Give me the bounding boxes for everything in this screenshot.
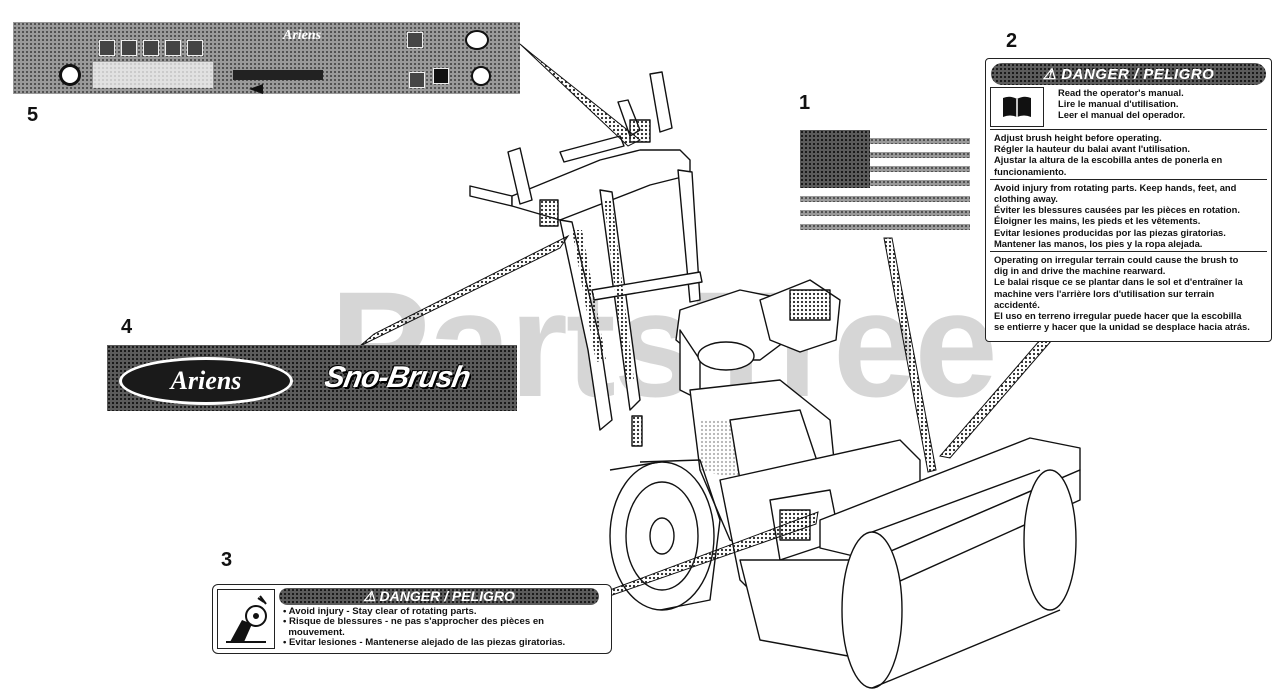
- brush-line-3: Ajustar la altura de la escobilla antes …: [994, 154, 1223, 166]
- callout-5: 5: [27, 104, 39, 126]
- manual-book-icon: [990, 87, 1044, 127]
- choke-dial-icon: [59, 64, 81, 86]
- leader-4: [359, 234, 570, 347]
- injury-line-2: clothing away.: [994, 193, 1058, 205]
- manual-line-es: Leer el manual del operador.: [1058, 109, 1186, 121]
- decal-3-line-4: • Evitar lesiones - Mantenerse alejado d…: [283, 637, 566, 649]
- dial-icon: [471, 66, 491, 86]
- decal-5-logo: Ariens: [283, 28, 322, 43]
- terrain-line-6: El uso en terreno irregular puede hacer …: [994, 310, 1242, 322]
- panel-icon-6: [407, 32, 423, 48]
- arrow-left-icon: [249, 84, 263, 94]
- injury-line-3: Éviter les blessures causées par les piè…: [994, 204, 1240, 216]
- terrain-line-7: se entierre y hacer que la unidad se des…: [994, 321, 1250, 333]
- panel-icon-5: [187, 40, 203, 56]
- terrain-line-1: Operating on irregular terrain could cau…: [994, 254, 1239, 266]
- injury-line-1: Avoid injury from rotating parts. Keep h…: [994, 181, 1237, 193]
- throttle-bar: [233, 70, 323, 80]
- terrain-line-3: Le balai risque ce se plantar dans le so…: [994, 276, 1243, 288]
- manual-line-fr: Lire le manual d'utilisation.: [1058, 98, 1179, 110]
- terrain-line-5: accidenté.: [994, 298, 1040, 310]
- manual-line-en: Read the operator's manual.: [1058, 87, 1184, 98]
- decal-2-banner: ⚠ DANGER / PELIGRO: [991, 63, 1266, 85]
- ariens-logo: Ariens: [119, 357, 293, 405]
- decal-3-line-3: mouvement.: [283, 626, 345, 638]
- leader-1: [883, 237, 937, 473]
- injury-line-4: Éloigner les mains, les pieds et les vêt…: [994, 215, 1201, 227]
- decal-2: ⚠ DANGER / PELIGRO Read the operator's m…: [985, 58, 1272, 342]
- callout-1: 1: [799, 92, 811, 114]
- panel-icon-7: [433, 68, 449, 84]
- leader-5: [519, 43, 641, 147]
- panel-icon-8: [409, 72, 425, 88]
- decal-4: Ariens Sno-Brush: [107, 345, 517, 411]
- decal-3: ⚠ DANGER / PELIGRO • Avoid injury - Stay…: [212, 584, 612, 654]
- rotating-parts-warning-icon: [217, 589, 275, 649]
- decal-3-line-2: • Risque de blessures - ne pas s'approch…: [283, 616, 545, 628]
- terrain-line-2: dig in and drive the machine rearward.: [994, 265, 1166, 277]
- decal-3-banner: ⚠ DANGER / PELIGRO: [279, 588, 599, 605]
- panel-circle-icon: [465, 30, 489, 50]
- panel-icon-1: [99, 40, 115, 56]
- decal-1: [800, 130, 970, 236]
- decal-3-line-1: • Avoid injury - Stay clear of rotating …: [283, 606, 477, 617]
- callout-3: 3: [221, 549, 233, 571]
- terrain-line-4: machine vers l'arrière lors d'utilisatio…: [994, 287, 1215, 299]
- brush-line-2: Régler la hauteur du balai avant l'utili…: [994, 143, 1191, 155]
- brush-line-1: Adjust brush height before operating.: [994, 132, 1162, 143]
- brush-line-4: funcionamiento.: [994, 165, 1067, 177]
- panel-icon-4: [165, 40, 181, 56]
- decal-5: Ariens: [13, 22, 520, 94]
- product-name: Sno-Brush: [322, 361, 473, 394]
- panel-text-block: [93, 62, 213, 88]
- panel-icon-2: [121, 40, 137, 56]
- callout-4: 4: [121, 316, 133, 338]
- callout-2: 2: [1006, 30, 1018, 52]
- panel-icon-3: [143, 40, 159, 56]
- injury-line-5: Evitar lesiones producidas por las pieza…: [994, 226, 1226, 238]
- injury-line-6: Mantener las manos, los pies y la ropa a…: [994, 237, 1203, 249]
